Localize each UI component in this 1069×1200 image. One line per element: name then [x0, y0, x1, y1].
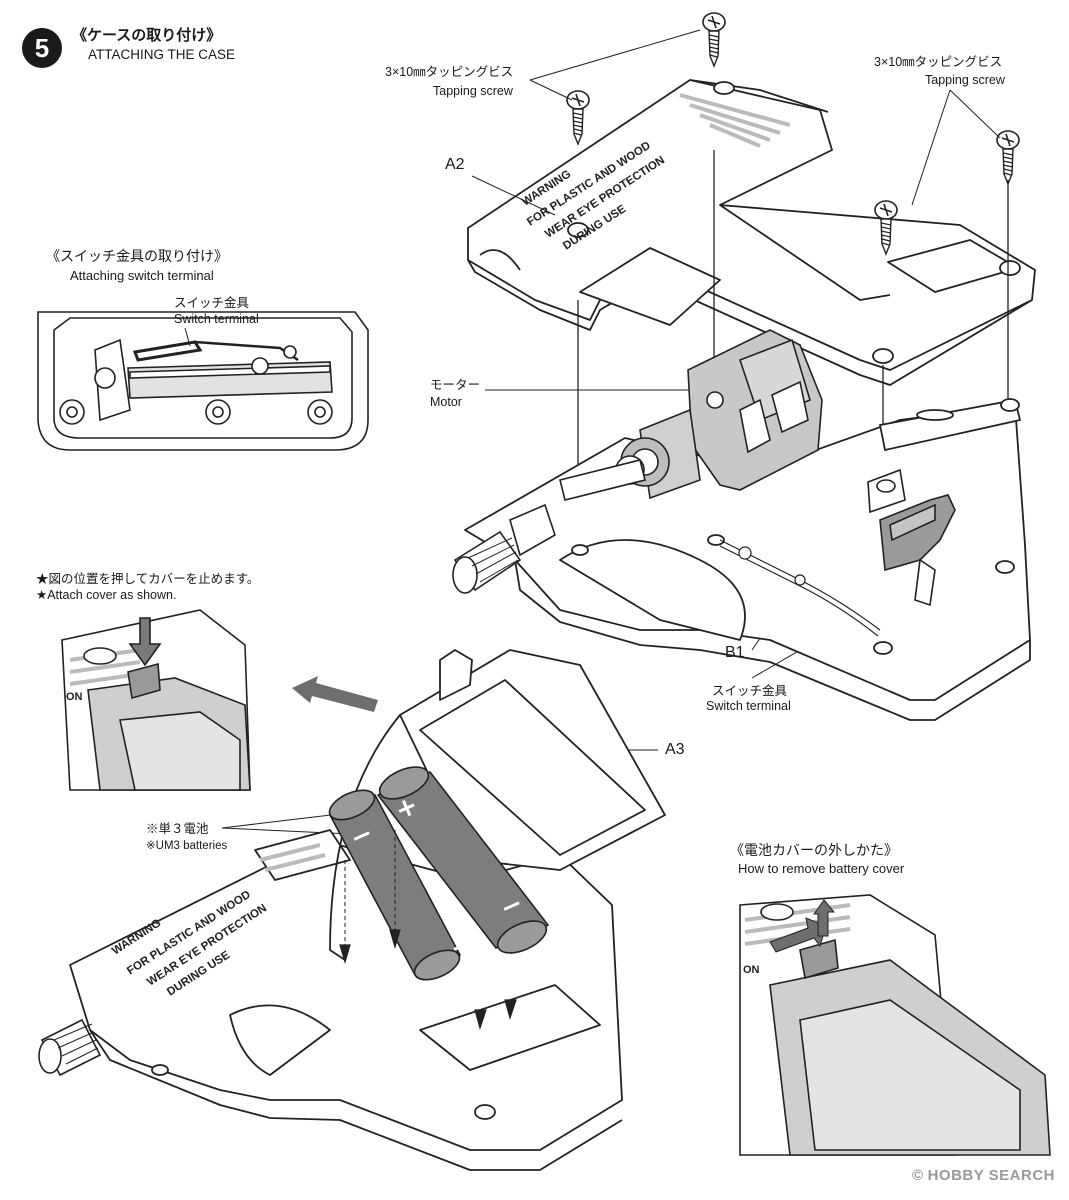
battery-label-jp: ※単３電池	[146, 822, 209, 836]
tapping-screw-4	[996, 130, 1020, 185]
watermark-brand: HOBBY SEARCH	[927, 1167, 1055, 1184]
direction-arrow	[292, 676, 378, 712]
battery-left	[328, 789, 462, 981]
screw-right-label-jp: 3×10㎜タッピングビス	[874, 55, 1003, 69]
screw-right-label-en: Tapping screw	[925, 73, 1005, 87]
remove-arrow	[769, 899, 836, 953]
step-title-jp: 《ケースの取り付け》	[72, 27, 222, 44]
battery-right	[376, 766, 550, 954]
tapping-screw-1	[702, 12, 726, 67]
part-label-a3: A3	[665, 741, 685, 758]
part-label-a2: A2	[445, 156, 465, 173]
screw-left-label-en: Tapping screw	[433, 84, 513, 98]
motor-label-en: Motor	[430, 395, 462, 409]
switch-label-en: Switch terminal	[706, 699, 791, 713]
copyright-icon: ©	[912, 1167, 924, 1184]
hobby-search-watermark: © HOBBY SEARCH	[912, 1167, 1055, 1184]
nozzle	[452, 503, 556, 594]
step-number-badge: 5	[22, 28, 62, 68]
svg-text:ON: ON	[66, 691, 83, 703]
inset-remove-title-en: How to remove battery cover	[738, 861, 905, 876]
inset-remove-title-jp: 《電池カバーの外しかた》	[730, 842, 898, 858]
inset-cover-note-en: ★Attach cover as shown.	[36, 588, 177, 602]
inset-attach-cover: ON	[61, 609, 251, 791]
motor	[559, 329, 823, 501]
step-title-en: ATTACHING THE CASE	[88, 47, 236, 62]
svg-text:ON: ON	[743, 964, 760, 976]
inset-remove-cover: ON	[739, 894, 1051, 1156]
inset-switch-terminal	[37, 311, 369, 451]
switch-label-jp: スイッチ金具	[712, 684, 788, 698]
inset-switch-title-en: Attaching switch terminal	[70, 268, 214, 283]
motor-label-jp: モーター	[430, 378, 481, 392]
inset-cover-note-jp: ★図の位置を押してカバーを止めます。	[36, 572, 260, 586]
inset-switch-label-en: Switch terminal	[174, 312, 259, 326]
battery-label-en: ※UM3 batteries	[146, 840, 228, 852]
nozzle-bottom	[38, 1018, 102, 1077]
case-top-a2	[467, 79, 1036, 386]
part-label-b1: B1	[725, 644, 745, 661]
inset-switch-title-jp: 《スイッチ金具の取り付け》	[46, 248, 228, 264]
screw-left-label-jp: 3×10㎜タッピングビス	[385, 65, 514, 79]
switch-terminal-parts	[867, 468, 956, 607]
inset-switch-label-jp: スイッチ金具	[174, 296, 250, 310]
